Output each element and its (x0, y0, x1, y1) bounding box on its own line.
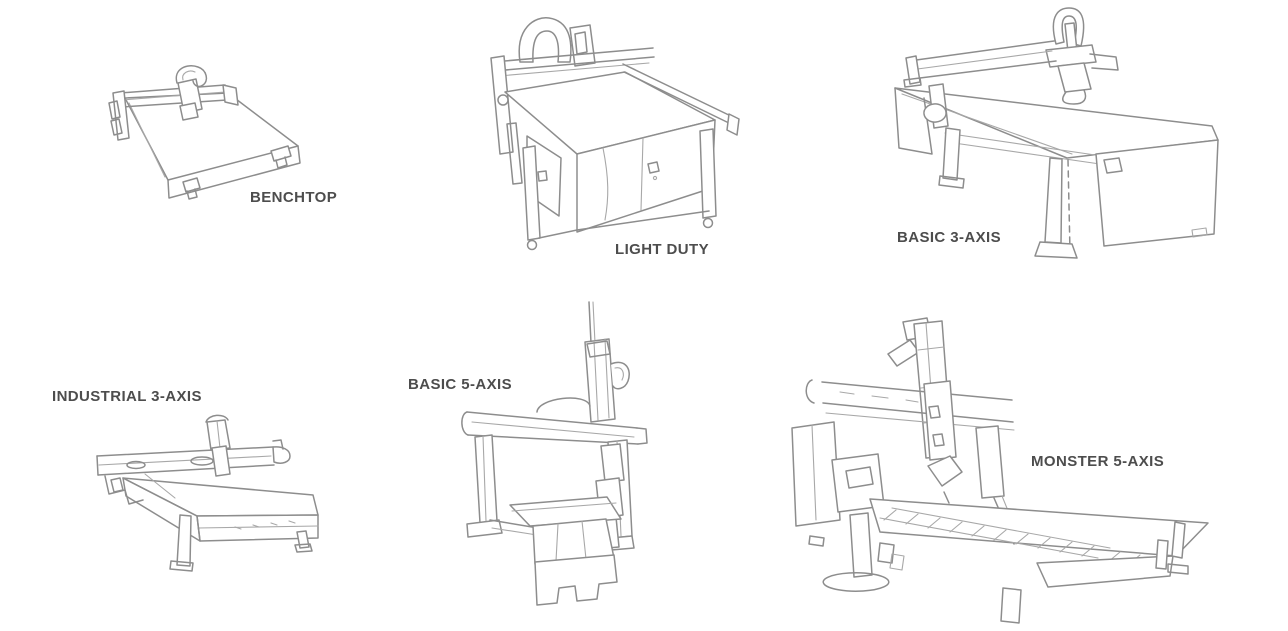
basic-5-axis-cnc-router-sketch-icon (461, 301, 648, 606)
industrial-3-axis-cnc-router-sketch-icon (96, 414, 319, 572)
machine-label-basic-5-axis: BASIC 5-AXIS (408, 376, 512, 393)
benchtop-cnc-router-sketch-icon (108, 65, 301, 200)
monster-5-axis-cnc-router-sketch-icon (791, 317, 1209, 624)
light-duty-cnc-router-sketch-icon (490, 17, 740, 251)
machine-label-benchtop: BENCHTOP (250, 189, 338, 206)
machine-label-industrial-3-axis: INDUSTRIAL 3-AXIS (52, 388, 202, 405)
machine-label-light-duty: LIGHT DUTY (615, 241, 709, 258)
machine-label-monster-5-axis: MONSTER 5-AXIS (1031, 453, 1165, 470)
machine-label-basic-3-axis: BASIC 3-AXIS (897, 229, 1001, 246)
basic-3-axis-cnc-router-sketch-icon (894, 7, 1219, 259)
